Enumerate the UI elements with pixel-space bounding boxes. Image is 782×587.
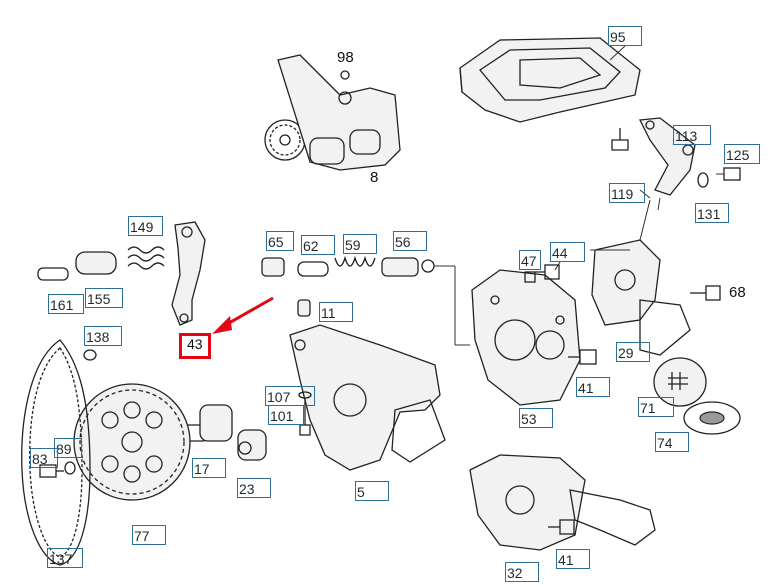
callout-101: 101 xyxy=(268,405,304,425)
callout-137: 137 xyxy=(47,548,83,568)
callout-95: 95 xyxy=(608,26,642,46)
callout-77: 77 xyxy=(132,525,166,545)
callout-89: 89 xyxy=(54,438,82,458)
leader-lines xyxy=(554,45,661,271)
bolt-washer-83-89 xyxy=(39,349,97,478)
callout-47: 47 xyxy=(519,250,541,270)
callout-17: 17 xyxy=(192,458,226,478)
callout-125: 125 xyxy=(724,144,760,164)
callout-68: 68 xyxy=(729,284,746,301)
bolts-107-101 xyxy=(298,391,312,436)
callout-41: 41 xyxy=(576,377,610,397)
callout-138: 138 xyxy=(84,326,122,346)
callout-71: 71 xyxy=(638,397,674,417)
callout-43-highlighted: 43 xyxy=(179,333,211,359)
callout-83: 83 xyxy=(30,448,58,468)
callout-29: 29 xyxy=(616,342,650,362)
oil-pan-part xyxy=(459,37,641,123)
bolts-upper-part xyxy=(524,264,560,283)
callout-53: 53 xyxy=(519,408,553,428)
cap-and-gasket-parts xyxy=(653,357,741,435)
callout-59: 59 xyxy=(343,234,377,254)
callout-56: 56 xyxy=(393,231,427,251)
sprocket-part xyxy=(73,383,191,501)
thermostat-housing-part xyxy=(591,239,721,356)
water-pump-housing-part xyxy=(469,454,656,551)
callout-107: 107 xyxy=(265,386,315,406)
callout-11: 11 xyxy=(319,302,353,322)
oil-pump-assembly-part xyxy=(264,54,401,171)
callout-41: 41 xyxy=(556,549,590,569)
bolt-41-upper xyxy=(568,349,597,365)
pin-sleeve-spring-parts xyxy=(37,246,165,281)
bracket-part xyxy=(611,117,741,196)
callout-62: 62 xyxy=(301,235,335,255)
callout-113: 113 xyxy=(673,125,711,145)
callout-23: 23 xyxy=(237,478,271,498)
callout-65: 65 xyxy=(266,231,294,251)
housing-part xyxy=(471,269,581,406)
callout-44: 44 xyxy=(550,242,585,262)
bush-part xyxy=(297,299,311,317)
pump-body-part xyxy=(289,324,446,471)
lever-arm-part xyxy=(171,221,206,326)
callout-161: 161 xyxy=(48,294,84,314)
callout-131: 131 xyxy=(695,203,729,223)
highlight-arrow xyxy=(212,296,274,334)
callout-149: 149 xyxy=(128,216,163,236)
pump-gears-part xyxy=(171,404,267,461)
callout-8: 8 xyxy=(370,169,379,186)
callout-98: 98 xyxy=(337,49,354,66)
callout-74: 74 xyxy=(655,432,689,452)
callout-5: 5 xyxy=(355,481,389,501)
callout-32: 32 xyxy=(505,562,539,582)
pressure-relief-valve-parts xyxy=(261,255,470,346)
callout-119: 119 xyxy=(609,183,645,203)
chain-part xyxy=(21,339,91,566)
callout-155: 155 xyxy=(85,288,123,308)
